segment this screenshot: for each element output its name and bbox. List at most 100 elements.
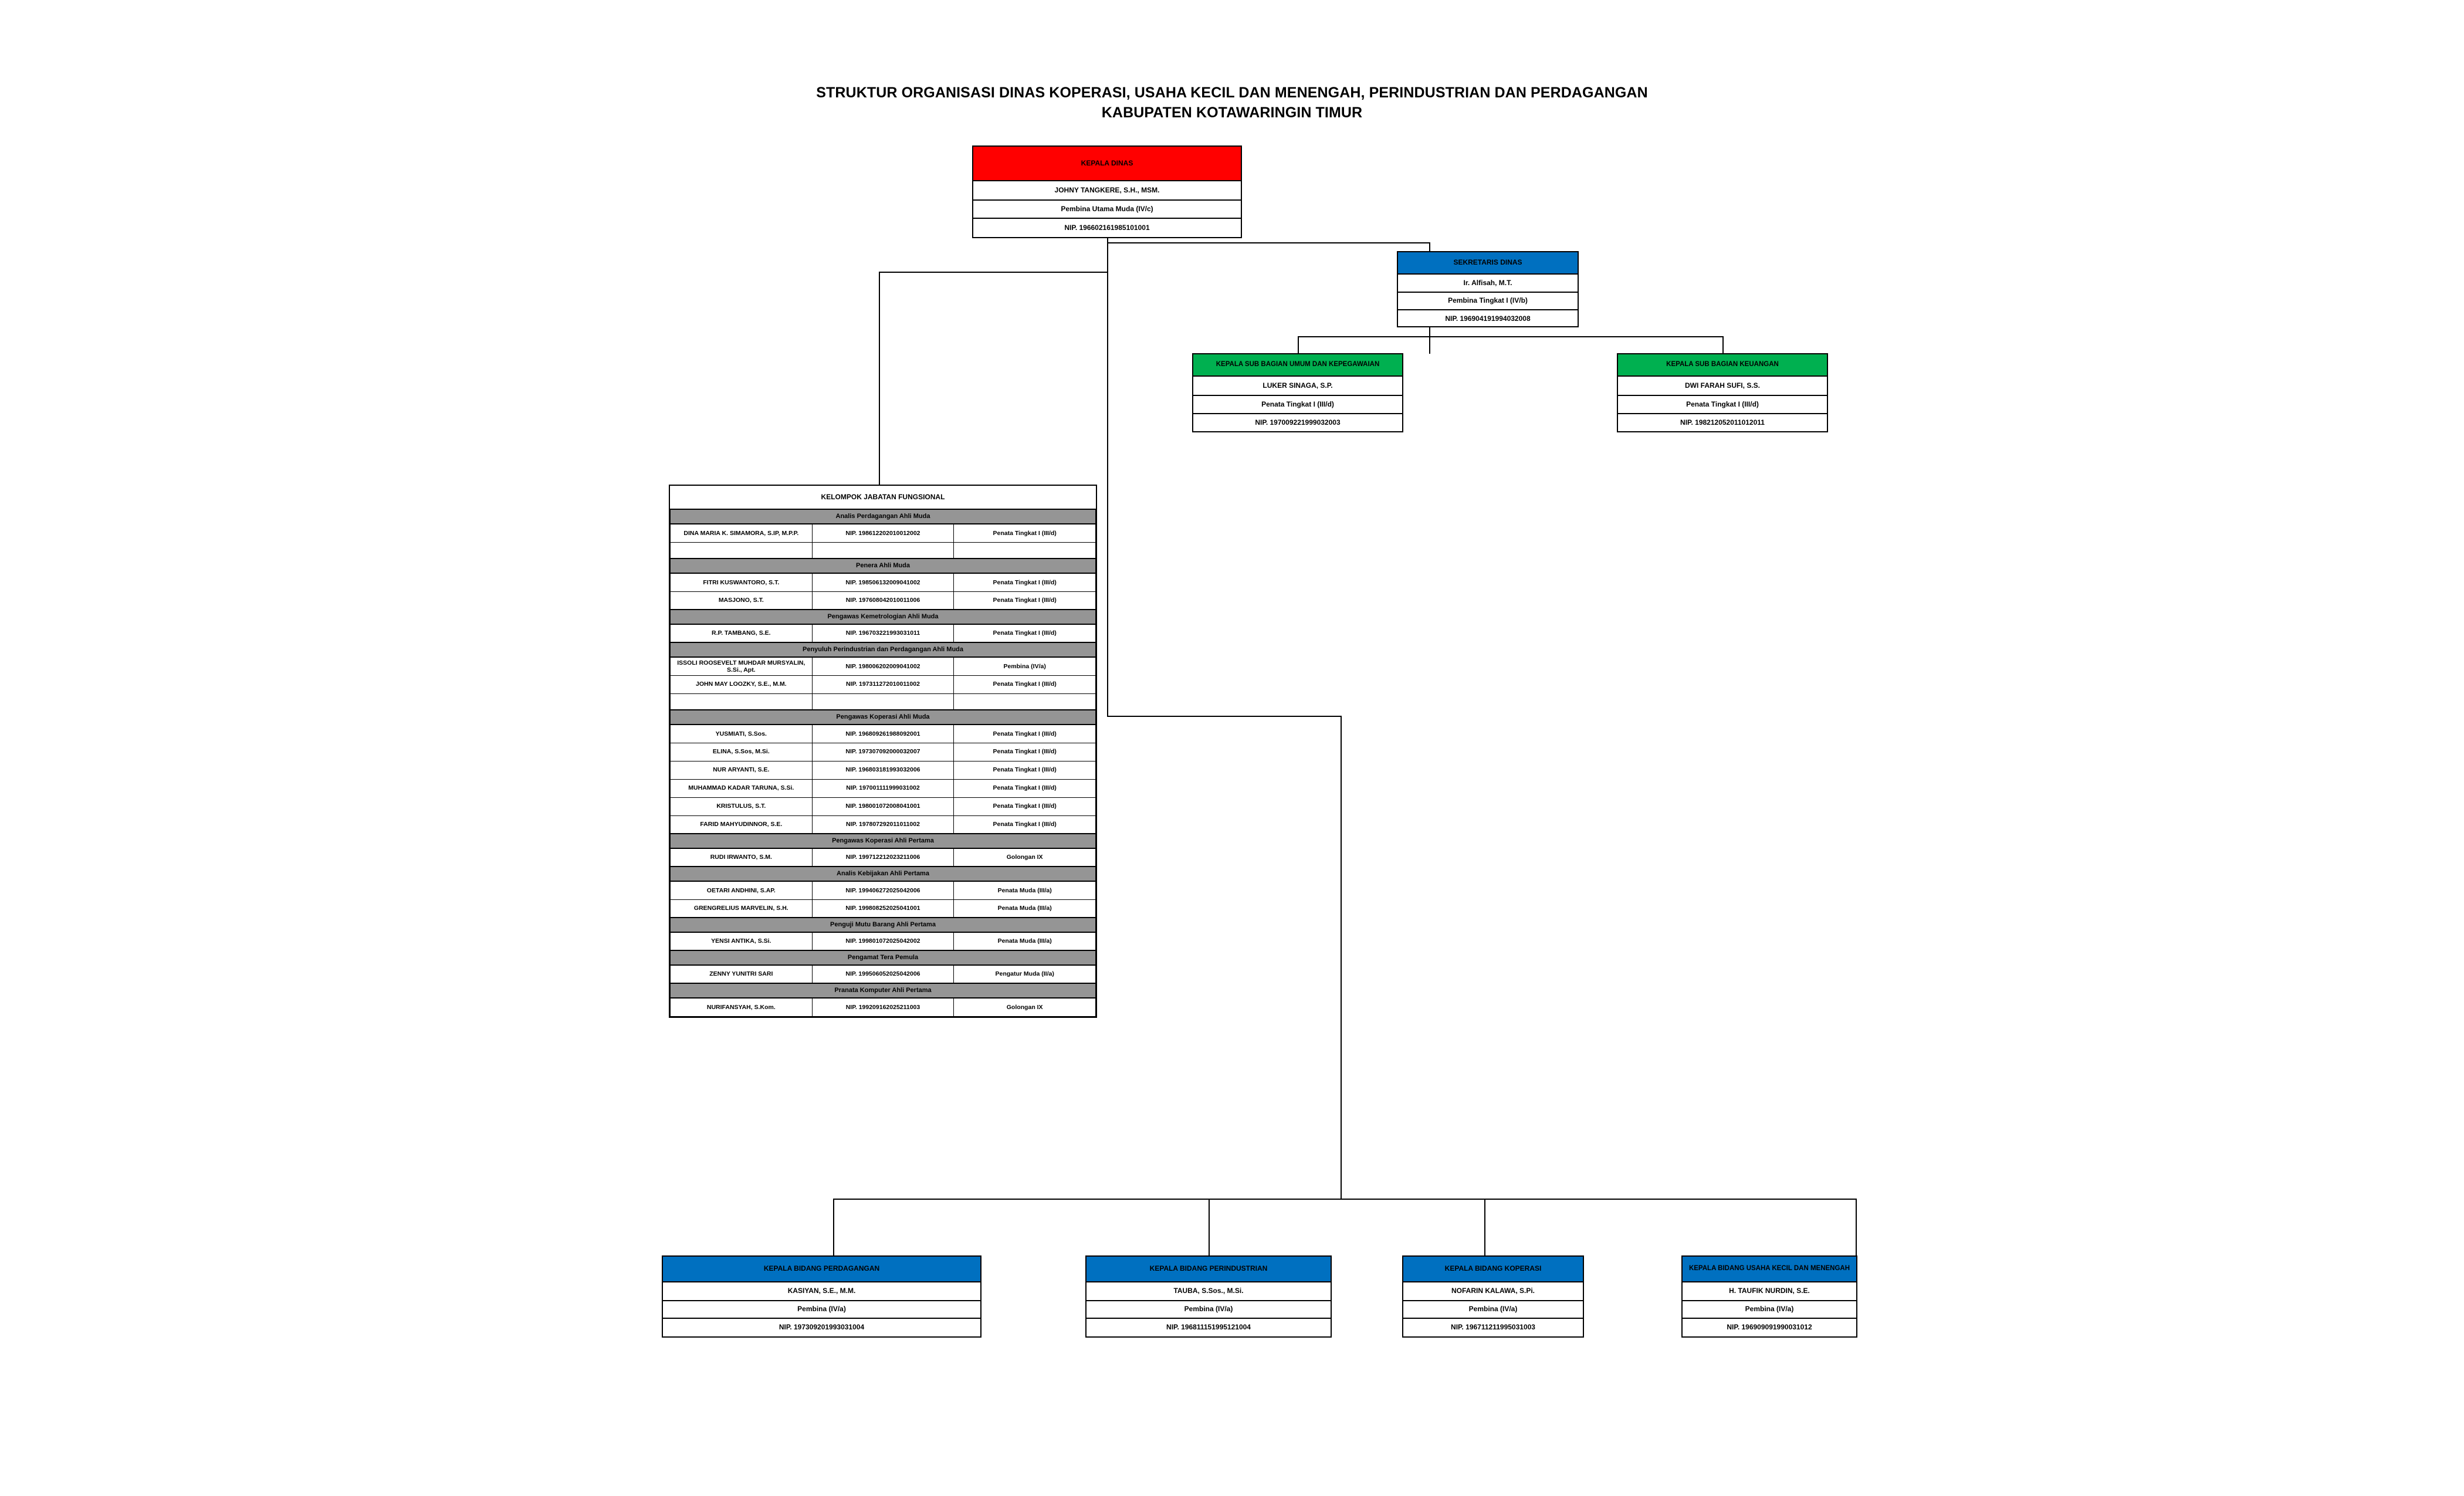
kjf-person-rank: Penata Muda (III/a): [953, 932, 1096, 951]
connector-sekretaris-stem: [1429, 327, 1430, 354]
kjf-person-name: YENSI ANTIKA, S.Si.: [670, 932, 813, 951]
kjf-person-name: R.P. TAMBANG, S.E.: [670, 624, 813, 643]
kjf-group-name: Penera Ahli Muda: [670, 558, 1096, 574]
kjf-person-row[interactable]: NUR ARYANTI, S.E.NIP. 196803181993032006…: [670, 760, 1096, 780]
kjf-person-nip: NIP. 199506052025042006: [811, 964, 955, 984]
kjf-group-header-row: Pengawas Koperasi Ahli Pertama: [670, 833, 1096, 849]
kjf-group-name: Pranata Komputer Ahli Pertama: [670, 983, 1096, 999]
connector-trunk-jog: [1107, 716, 1342, 717]
kjf-person-row[interactable]: DINA MARIA K. SIMAMORA, S.IP, M.P.P.NIP.…: [670, 523, 1096, 543]
connector-bidang-3-drop: [1484, 1199, 1485, 1257]
kepala-dinas-header: KEPALA DINAS: [973, 147, 1241, 181]
box-kepala-bidang-perindustrian[interactable]: KEPALA BIDANG PERINDUSTRIAN TAUBA, S.Sos…: [1085, 1255, 1332, 1338]
kjf-group-name: Pengawas Kemetrologian Ahli Muda: [670, 609, 1096, 625]
kjf-person-row[interactable]: RUDI IRWANTO, S.M.NIP. 19971221202321100…: [670, 848, 1096, 867]
kjf-person-row[interactable]: FARID MAHYUDINNOR, S.E.NIP. 197807292011…: [670, 815, 1096, 834]
kjf-group-header-row: Penera Ahli Muda: [670, 558, 1096, 574]
kjf-group-header-row: Pranata Komputer Ahli Pertama: [670, 983, 1096, 999]
kjf-person-nip: NIP. 197807292011011002: [811, 815, 955, 834]
kjf-person-rank: Penata Muda (III/a): [953, 899, 1096, 918]
connector-bidang-bus: [833, 1199, 1857, 1200]
kjf-person-nip: NIP. 196809261988092001: [811, 724, 955, 743]
box-kepala-bidang-koperasi[interactable]: KEPALA BIDANG KOPERASI NOFARIN KALAWA, S…: [1402, 1255, 1584, 1338]
sekretaris-nip: NIP. 196904191994032008: [1445, 314, 1531, 323]
kjf-person-name: [670, 693, 813, 710]
box-kepala-dinas[interactable]: KEPALA DINAS JOHNY TANGKERE, S.H., MSM. …: [972, 145, 1242, 238]
box-kepala-bidang-perdagangan[interactable]: KEPALA BIDANG PERDAGANGAN KASIYAN, S.E.,…: [662, 1255, 981, 1338]
kjf-group-name: Pengawas Koperasi Ahli Pertama: [670, 833, 1096, 849]
kjf-person-rank: Penata Tingkat I (III/d): [953, 779, 1096, 798]
bidang-4-header: KEPALA BIDANG USAHA KECIL DAN MENENGAH: [1683, 1257, 1856, 1282]
sub-bagian-1-rank: Penata Tingkat I (III/d): [1193, 396, 1402, 414]
connector-sekretaris-drop: [1429, 242, 1430, 258]
kjf-person-rank: [953, 541, 1096, 559]
kjf-person-name: RUDI IRWANTO, S.M.: [670, 848, 813, 867]
kjf-person-nip: NIP. 199808252025041001: [811, 899, 955, 918]
kjf-group-name: Penyuluh Perindustrian dan Perdagangan A…: [670, 642, 1096, 658]
sekretaris-name: Ir. Alfisah, M.T.: [1398, 275, 1578, 293]
kjf-group-name: Analis Perdagangan Ahli Muda: [670, 509, 1096, 524]
kjf-person-rank: Penata Tingkat I (III/d): [953, 724, 1096, 743]
box-kepala-bidang-usaha-kecil-dan-menengah[interactable]: KEPALA BIDANG USAHA KECIL DAN MENENGAH H…: [1681, 1255, 1857, 1338]
connector-kepala-dinas-to-kjf: [879, 272, 1108, 273]
kjf-person-row[interactable]: MUHAMMAD KADAR TARUNA, S.Si.NIP. 1970011…: [670, 779, 1096, 798]
connector-subbagian-bus: [1298, 336, 1724, 337]
bidang-4-nip: NIP. 196909091990031012: [1727, 1323, 1812, 1332]
connector-bidang-4-drop: [1856, 1199, 1857, 1257]
sub-bagian-2-header: KEPALA SUB BAGIAN KEUANGAN: [1618, 354, 1827, 377]
kjf-person-nip: NIP. 197311272010011002: [811, 675, 955, 694]
kjf-person-name: NURIFANSYAH, S.Kom.: [670, 997, 813, 1017]
kjf-person-nip: NIP. 197608042010011006: [811, 591, 955, 610]
kjf-person-nip: [811, 541, 955, 559]
connector-subbagian-1-drop: [1298, 336, 1299, 354]
kjf-person-row[interactable]: FITRI KUSWANTORO, S.T.NIP. 1985061320090…: [670, 573, 1096, 592]
connector-main-trunk: [1107, 272, 1108, 717]
kjf-person-row[interactable]: JOHN MAY LOOZKY, S.E., M.M.NIP. 19731127…: [670, 675, 1096, 694]
box-sekretaris-dinas[interactable]: SEKRETARIS DINAS Ir. Alfisah, M.T. Pembi…: [1397, 251, 1579, 327]
kjf-title: KELOMPOK JABATAN FUNGSIONAL: [670, 486, 1096, 510]
kjf-group-name: Analis Kebijakan Ahli Pertama: [670, 866, 1096, 882]
kjf-person-row[interactable]: YENSI ANTIKA, S.Si.NIP. 1998010720250420…: [670, 932, 1096, 951]
title-line-2: KABUPATEN KOTAWARINGIN TIMUR: [1101, 104, 1363, 121]
kjf-person-rank: Penata Tingkat I (III/d): [953, 523, 1096, 543]
bidang-3-header: KEPALA BIDANG KOPERASI: [1403, 1257, 1583, 1282]
connector-bidang-2-drop: [1209, 1199, 1210, 1257]
kjf-person-row[interactable]: GRENGRELIUS MARVELIN, S.H.NIP. 199808252…: [670, 899, 1096, 918]
kjf-person-name: OETARI ANDHINI, S.AP.: [670, 881, 813, 900]
kjf-person-nip: NIP. 199801072025042002: [811, 932, 955, 951]
kjf-person-rank: Penata Tingkat I (III/d): [953, 760, 1096, 780]
kepala-dinas-nip: NIP. 196602161985101001: [1064, 223, 1150, 232]
kjf-person-nip: NIP. 196803181993032006: [811, 760, 955, 780]
kjf-person-rank: Penata Muda (III/a): [953, 881, 1096, 900]
sekretaris-header: SEKRETARIS DINAS: [1398, 252, 1578, 275]
kjf-person-rank: Golongan IX: [953, 997, 1096, 1017]
kjf-empty-row: [670, 541, 1096, 559]
bidang-1-nip: NIP. 197309201993031004: [779, 1323, 865, 1332]
kjf-group-name: Penguji Mutu Barang Ahli Pertama: [670, 917, 1096, 933]
kjf-person-nip: NIP. 199712212023211006: [811, 848, 955, 867]
bidang-2-nip: NIP. 196811151995121004: [1166, 1323, 1251, 1332]
kjf-person-row[interactable]: OETARI ANDHINI, S.AP.NIP. 19940627202504…: [670, 881, 1096, 900]
kjf-group-header-row: Pengamat Tera Pemula: [670, 950, 1096, 966]
sub-bagian-2-rank: Penata Tingkat I (III/d): [1618, 396, 1827, 414]
kjf-person-rank: Golongan IX: [953, 848, 1096, 867]
kjf-person-nip: [811, 693, 955, 710]
kjf-person-nip: NIP. 198612202010012002: [811, 523, 955, 543]
kjf-person-row[interactable]: ELINA, S.Sos, M.Si.NIP. 1973070920000320…: [670, 742, 1096, 761]
kjf-person-rank: [953, 693, 1096, 710]
kjf-person-row[interactable]: NURIFANSYAH, S.Kom.NIP. 1992091620252110…: [670, 997, 1096, 1017]
sub-bagian-2-name: DWI FARAH SUFI, S.S.: [1618, 377, 1827, 396]
kjf-person-name: MUHAMMAD KADAR TARUNA, S.Si.: [670, 779, 813, 798]
kjf-person-row[interactable]: ISSOLI ROOSEVELT MUHDAR MURSYALIN, S.Si.…: [670, 656, 1096, 676]
box-sub-bagian-keuangan[interactable]: KEPALA SUB BAGIAN KEUANGAN DWI FARAH SUF…: [1617, 353, 1828, 432]
kjf-person-row[interactable]: R.P. TAMBANG, S.E.NIP. 19670322199303101…: [670, 624, 1096, 643]
sub-bagian-1-name: LUKER SINAGA, S.P.: [1193, 377, 1402, 396]
kjf-empty-row: [670, 693, 1096, 710]
box-sub-bagian-umum-dan-kepegawaian[interactable]: KEPALA SUB BAGIAN UMUM DAN KEPEGAWAIAN L…: [1192, 353, 1403, 432]
